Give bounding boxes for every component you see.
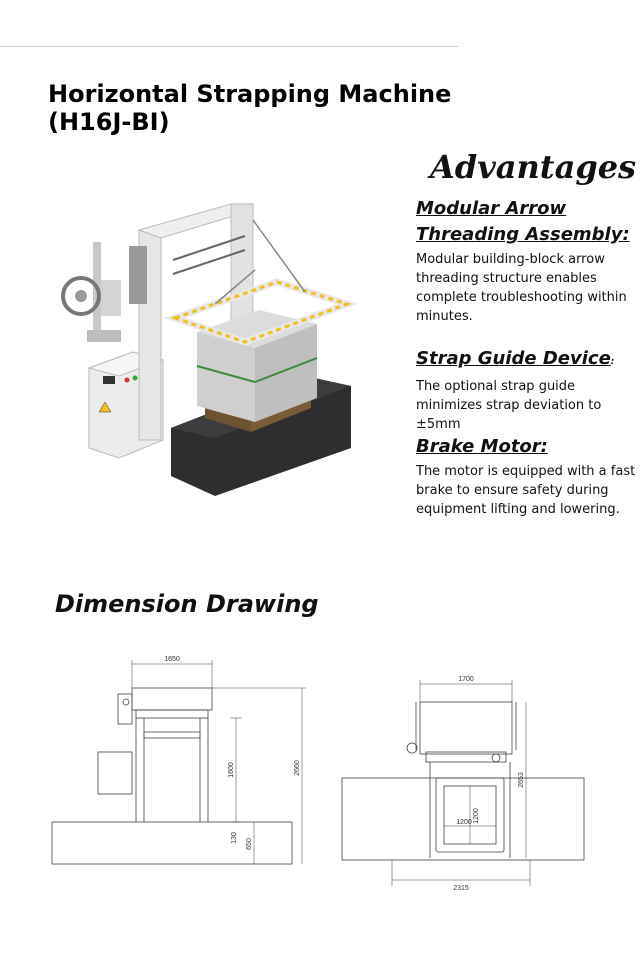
front-width-label: 1650: [164, 656, 180, 663]
feature-title: Modular Arrow Threading Assembly:: [416, 198, 630, 245]
feature-brake-motor: Brake Motor: The motor is equipped with …: [416, 434, 636, 519]
feature-arrow-threading: Modular Arrow Threading Assembly: Modula…: [416, 196, 636, 326]
strap-dispenser: [61, 242, 121, 342]
feature-title: Brake Motor:: [416, 436, 548, 457]
dimension-heading: Dimension Drawing: [55, 590, 319, 618]
machine-frame: [129, 203, 255, 441]
front-offset-a-label: 130: [231, 832, 238, 844]
press-frame: [164, 219, 358, 346]
machine-illustration: [61, 203, 358, 496]
dimension-drawing: 1650 2660 1600 130 650 1700 2653 1200 12…: [51, 656, 585, 892]
front-height-total-label: 2660: [294, 760, 301, 776]
feature-title-text: Strap Guide Device: [416, 348, 611, 369]
brake-motor: [129, 246, 147, 304]
feature-strap-guide: Strap Guide Device: The optional strap g…: [416, 346, 636, 434]
pallet-load: [196, 310, 318, 432]
control-display: [103, 376, 115, 384]
feature-title-suffix: :: [610, 357, 615, 367]
feature-body: The optional strap guide minimizes strap…: [416, 379, 602, 432]
stop-button-indicator: [124, 377, 130, 383]
side-height-total-label: 2653: [518, 772, 525, 788]
front-offset-b-label: 650: [246, 838, 253, 850]
advantages-heading: Advantages: [430, 148, 637, 186]
side-inner-width-label: 1200: [456, 819, 472, 826]
side-width-top-label: 1700: [458, 676, 474, 683]
side-base-width-label: 2315: [453, 885, 469, 892]
page-title: Horizontal Strapping Machine (H16J-BI): [48, 80, 452, 136]
side-view: [341, 680, 585, 886]
feature-body: Modular building-block arrow threading s…: [416, 252, 627, 324]
warning-icon: [98, 401, 112, 413]
front-height-inner-label: 1600: [228, 762, 235, 778]
feature-title: Strap Guide Device:: [416, 346, 636, 375]
side-inner-height-label: 1200: [473, 808, 480, 824]
top-divider: [0, 46, 458, 47]
front-view: [51, 660, 306, 865]
feature-body: The motor is equipped with a fast brake …: [416, 464, 636, 517]
